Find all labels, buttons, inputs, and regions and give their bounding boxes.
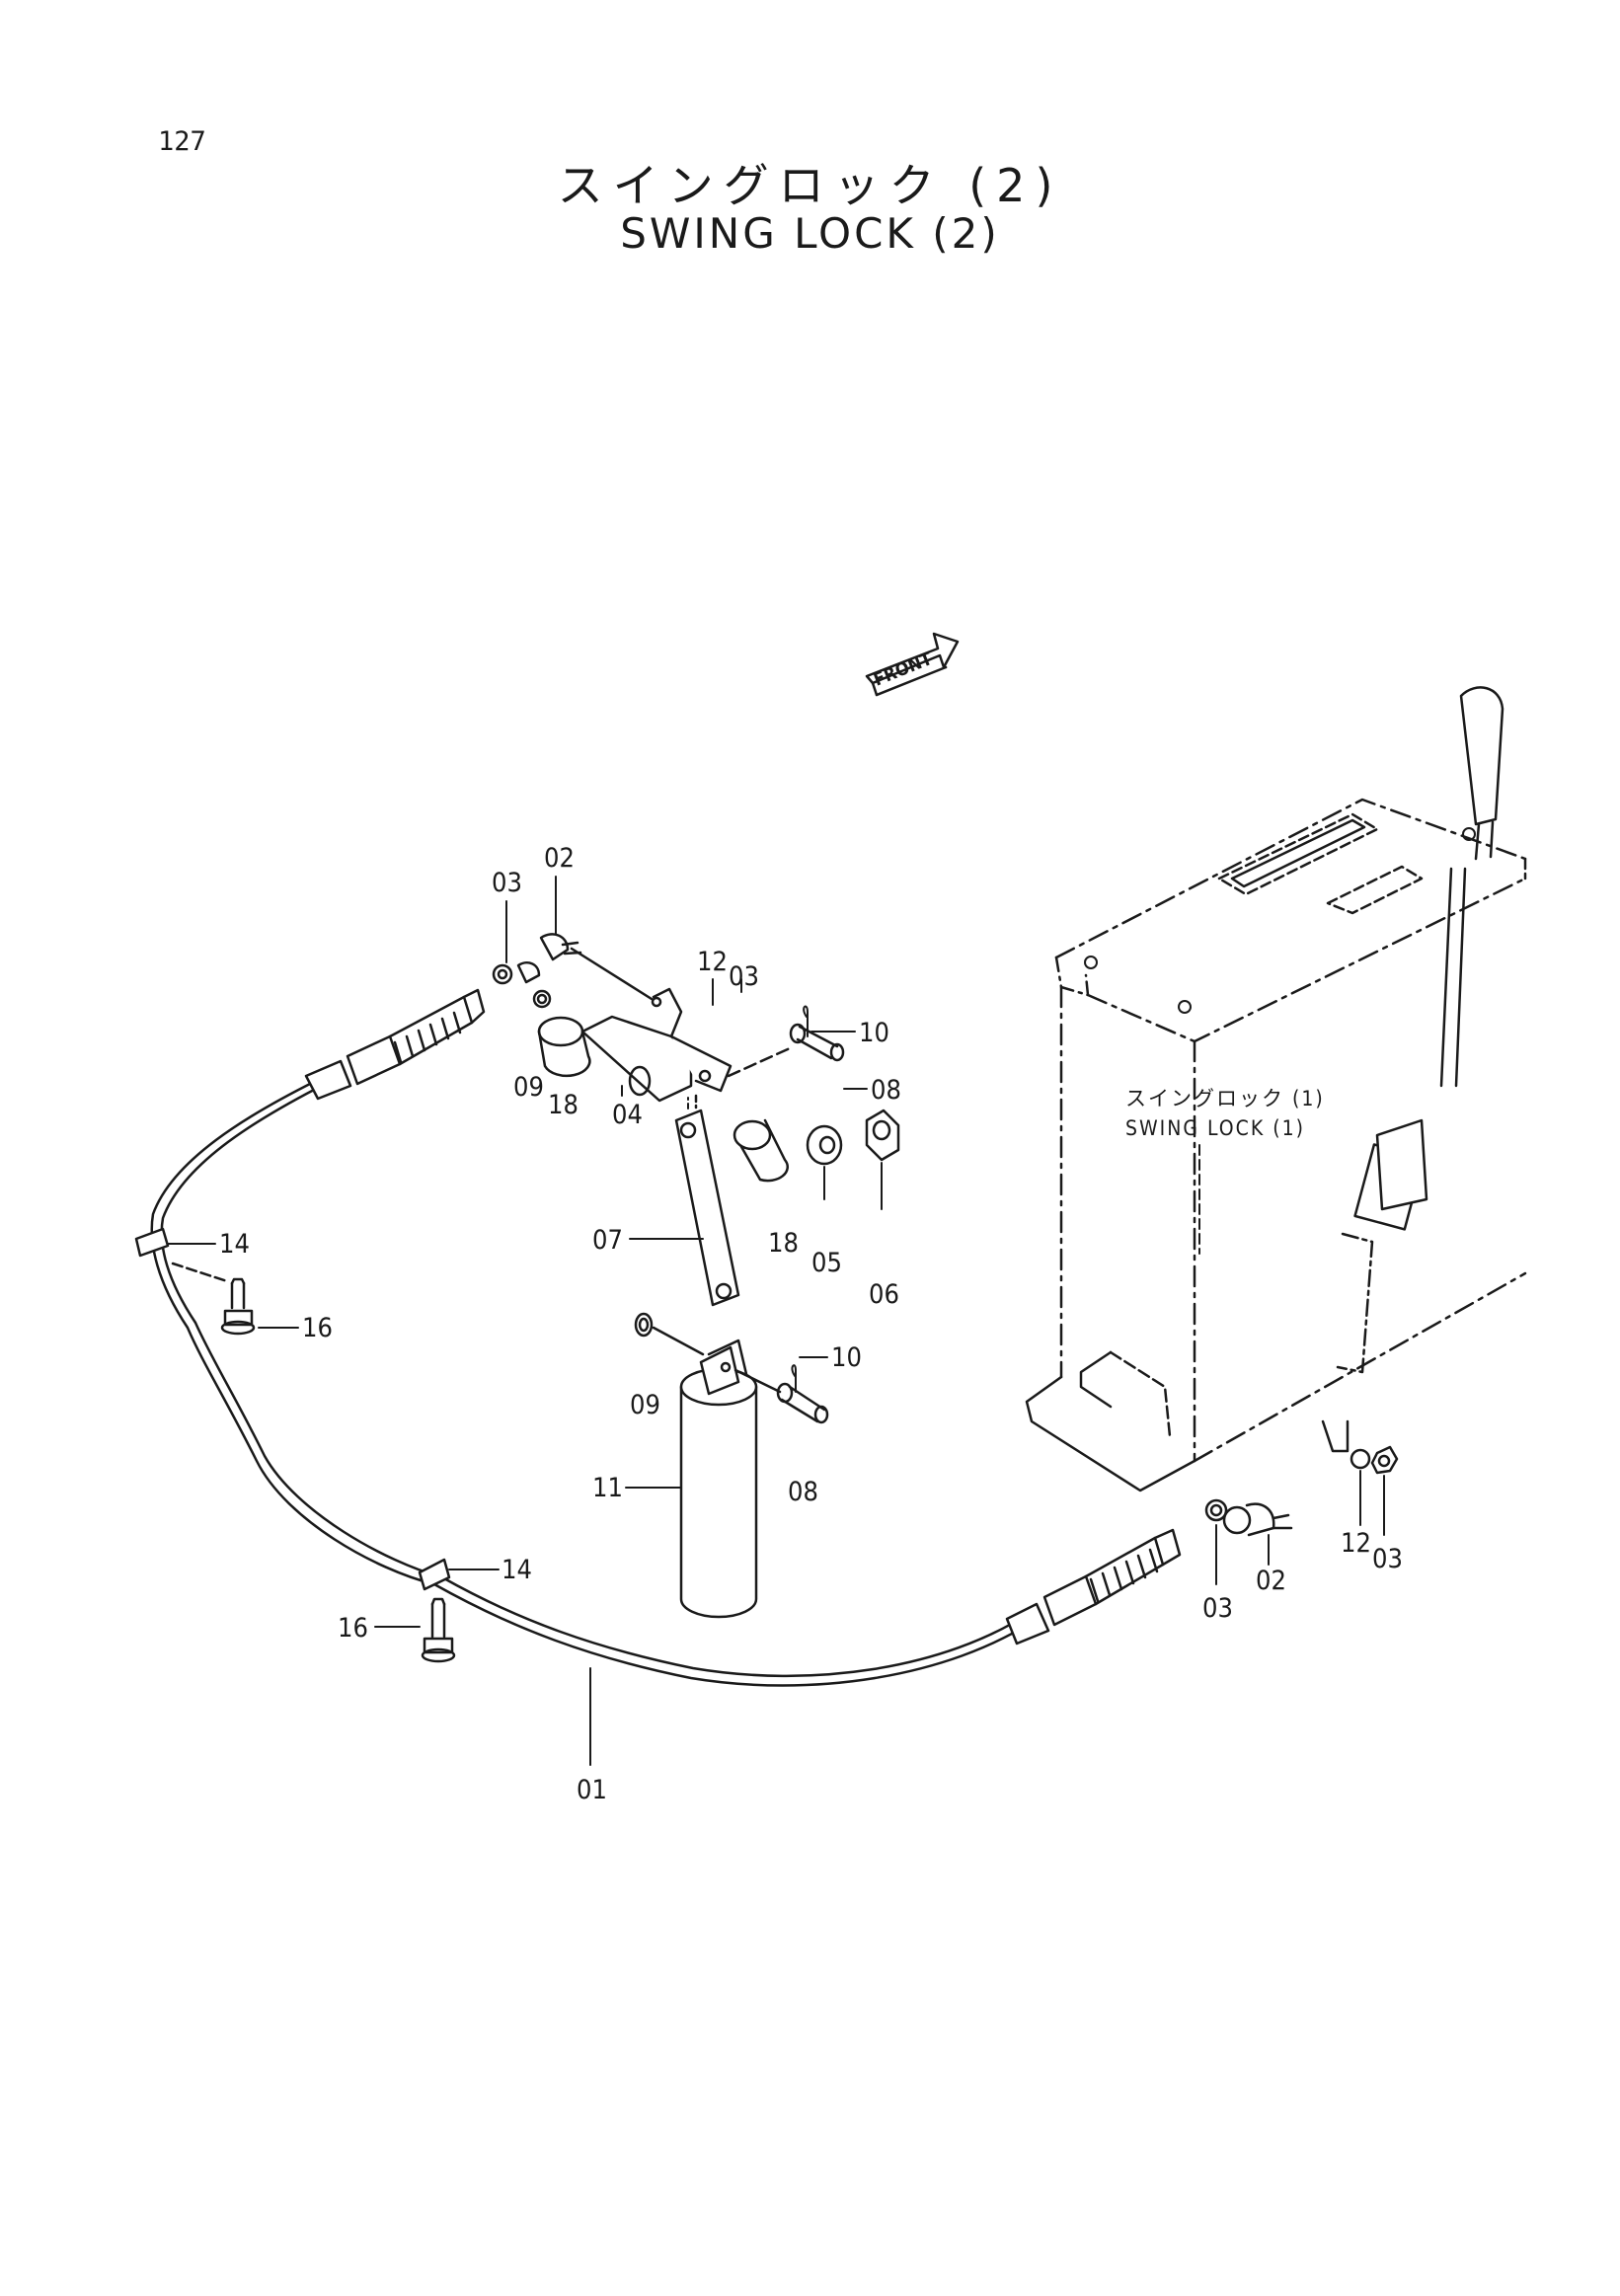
page-title: SWING LOCK (2) [620, 209, 1000, 258]
bolt-16-lower [421, 1597, 456, 1663]
callout-02-lower: 02 [1256, 1566, 1286, 1596]
callout-09-lower: 09 [630, 1390, 660, 1420]
nut-06 [865, 1109, 900, 1162]
callout-07: 07 [592, 1225, 623, 1256]
callout-14-lower: 14 [501, 1555, 532, 1585]
callout-14-upper: 14 [219, 1229, 250, 1260]
collar-18-left [537, 1016, 591, 1078]
swing-lock-lever [1321, 686, 1504, 1453]
callout-10-upper: 10 [859, 1018, 889, 1048]
control-cable-01 [150, 988, 1039, 1687]
callout-05: 05 [811, 1248, 842, 1278]
callout-18-right: 18 [768, 1228, 799, 1259]
link-07 [674, 1094, 740, 1307]
rod-end-right [1204, 1445, 1399, 1537]
callout-02-upper: 02 [544, 843, 575, 874]
callout-leaders [167, 876, 1385, 1766]
callout-08-upper: 08 [871, 1075, 901, 1106]
callout-10-lower: 10 [831, 1342, 862, 1373]
pin-08-lower [733, 1364, 829, 1424]
collar-18-right [733, 1118, 790, 1183]
front-arrow-icon: FRONT [865, 632, 960, 697]
callout-12-upper: 12 [697, 947, 728, 977]
page-number: 127 [158, 126, 206, 157]
clamp-14-upper [134, 1227, 170, 1258]
callout-18-left: 18 [548, 1090, 579, 1120]
callout-12-lower: 12 [1341, 1528, 1371, 1559]
callout-03-upper-right: 03 [729, 961, 759, 992]
bolt-16-upper [171, 1262, 256, 1336]
callout-11: 11 [592, 1473, 623, 1503]
callout-08-lower: 08 [788, 1477, 818, 1507]
callout-01: 01 [577, 1775, 607, 1805]
rod-end-left [492, 933, 582, 1009]
bell-crank-lever [570, 947, 733, 1103]
callout-03-lower-right: 03 [1372, 1544, 1403, 1574]
page-title-japanese: スイングロック (2) [557, 159, 1063, 212]
callout-03-upper-left: 03 [492, 868, 522, 898]
callout-16-upper: 16 [302, 1313, 333, 1343]
washer-05 [806, 1124, 843, 1166]
reference-swing-lock-1: スイングロック (1) SWING LOCK (1) [1125, 1087, 1325, 1140]
cylinder-11 [679, 1339, 758, 1619]
washer-09-lower [634, 1312, 705, 1356]
pin-08-upper [727, 1005, 845, 1078]
callout-04: 04 [612, 1100, 643, 1130]
callout-03-lower-left: 03 [1202, 1593, 1233, 1624]
callout-06: 06 [869, 1279, 899, 1310]
control-console [1025, 798, 1527, 1492]
reference-label: SWING LOCK (1) [1125, 1116, 1305, 1140]
reference-label-japanese: スイングロック (1) [1125, 1087, 1325, 1110]
callout-16-lower: 16 [338, 1613, 368, 1644]
callout-09-upper: 09 [513, 1072, 544, 1103]
cable-end-right [1005, 1528, 1182, 1645]
callout-labels: 02 03 12 03 10 08 09 18 04 07 18 05 06 1… [219, 843, 1403, 1805]
clamp-14-lower [418, 1558, 451, 1591]
